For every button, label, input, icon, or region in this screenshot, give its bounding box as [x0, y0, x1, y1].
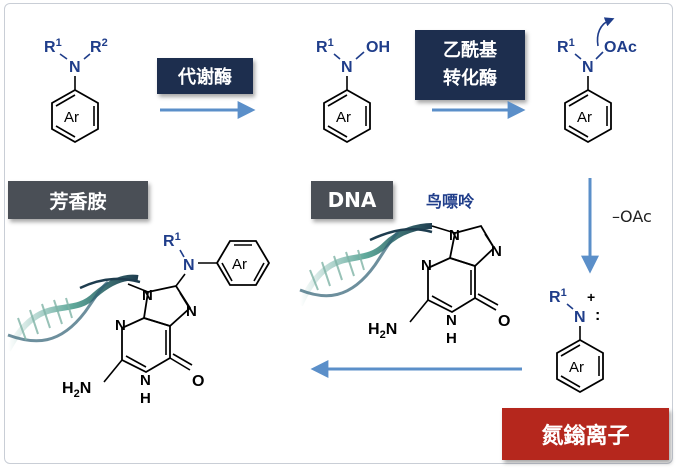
dna-helix-middle — [297, 223, 433, 307]
adduct-nh2: H2N — [62, 380, 91, 400]
hydroxylamine-r1: R1 — [316, 37, 334, 56]
adduct-n9: N — [142, 287, 153, 304]
adduct-molecule: R1 N Ar N N N N — [62, 231, 271, 407]
adduct-r1: R1 — [163, 231, 181, 250]
hydroxylamine-n: N — [341, 59, 353, 76]
acetyltransferase-label-line2: 转化酶 — [443, 68, 497, 89]
adduct-n3: N — [115, 317, 126, 334]
guanine-nh: N — [446, 312, 457, 329]
hydroxylamine-ar: Ar — [336, 109, 351, 126]
guanine-h: H — [446, 330, 457, 347]
acetoxy-n: N — [582, 59, 594, 76]
aromatic-amine-box: 芳香胺 — [8, 181, 148, 219]
guanine-n7: N — [491, 243, 502, 260]
guanine-label: 鸟嘌呤 — [426, 192, 475, 211]
adduct-n: N — [183, 257, 195, 274]
nitrenium-molecule: R1 N + : Ar — [549, 287, 604, 394]
metabolic-enzyme-label: 代谢酶 — [178, 67, 232, 88]
dna-label: DNA — [327, 188, 377, 212]
guanine-n3: N — [421, 257, 432, 274]
amine-r2: R2 — [90, 37, 108, 56]
leaving-group-label: –OAc — [612, 207, 652, 226]
adduct-ar: Ar — [232, 256, 247, 273]
nitrenium-n: N — [574, 309, 586, 326]
adduct-o: O — [192, 373, 204, 390]
nitrenium-colon: : — [595, 307, 600, 324]
amine-molecule: R1 N R2 Ar — [44, 37, 108, 144]
guanine-o: O — [498, 313, 510, 330]
nitrenium-ar: Ar — [569, 359, 584, 376]
acetoxy-ar: Ar — [577, 109, 592, 126]
curved-arrow — [596, 17, 615, 47]
dna-box: DNA — [311, 181, 393, 219]
acetyltransferase-box: 乙酰基 转化酶 — [415, 30, 525, 100]
amine-ar: Ar — [64, 109, 79, 126]
acetoxy-oac: OAc — [604, 39, 637, 56]
nitrenium-r1: R1 — [549, 287, 567, 306]
hydroxylamine-oh: OH — [366, 39, 390, 56]
hydroxylamine-molecule: R1 N OH Ar — [316, 37, 390, 144]
adduct-nh: N — [140, 372, 151, 389]
nitrenium-ion-box: 氮鎓离子 — [502, 408, 669, 460]
guanine-molecule: N N N N H O H2N — [368, 224, 510, 347]
metabolic-enzyme-box: 代谢酶 — [157, 58, 253, 94]
nitrenium-ion-label: 氮鎓离子 — [541, 424, 630, 449]
guanine-n9: N — [449, 227, 460, 244]
amine-n: N — [69, 59, 81, 76]
adduct-n7: N — [186, 303, 197, 320]
acetoxy-molecule: R1 N OAc Ar — [557, 17, 637, 144]
dna-helix-adduct — [5, 274, 141, 352]
acetyltransferase-label-line1: 乙酰基 — [443, 40, 497, 61]
adduct-h: H — [140, 390, 151, 407]
frame — [4, 3, 673, 464]
acetoxy-r1: R1 — [557, 37, 575, 56]
aromatic-amine-label: 芳香胺 — [49, 190, 107, 213]
nitrenium-plus: + — [587, 289, 595, 305]
guanine-nh2: H2N — [368, 321, 397, 341]
amine-r1: R1 — [44, 37, 62, 56]
